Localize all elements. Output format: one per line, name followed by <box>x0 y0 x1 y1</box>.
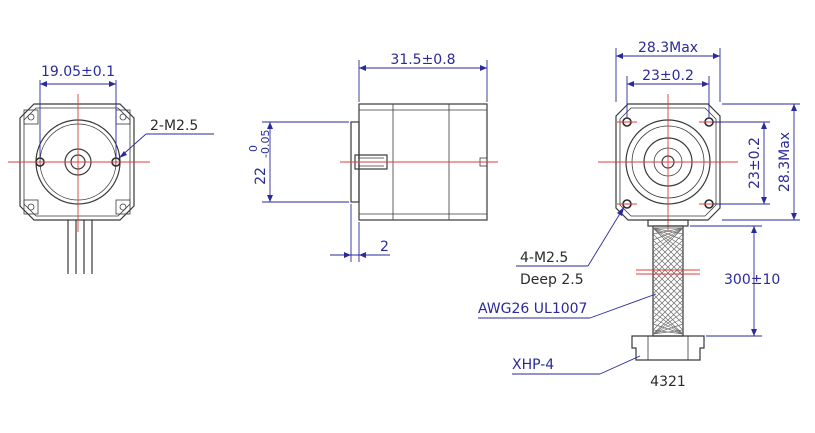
rear-cable-braid <box>652 227 684 335</box>
braid-strand <box>652 227 684 241</box>
side-boss-label: 2 <box>380 239 389 255</box>
front-corner-br <box>115 199 131 215</box>
side-dia-arrow-bottom <box>267 195 273 202</box>
braid-strand <box>652 239 684 271</box>
braid-strand <box>652 227 684 247</box>
braid-strand <box>652 287 684 319</box>
front-view: 19.05±0.1 2-M2.5 <box>8 64 214 274</box>
braid-strand <box>652 293 684 325</box>
rear-cable-length-label: 300±10 <box>724 272 780 288</box>
rear-wire-leader <box>589 293 657 319</box>
front-housing-outline <box>19 103 135 221</box>
rear-hole-leader <box>587 206 625 267</box>
side-boss-arrow-right <box>359 252 366 258</box>
front-hole-callout: 2-M2.5 <box>150 118 198 134</box>
braid-strand <box>652 281 684 313</box>
front-housing-inner-outline <box>23 107 131 217</box>
rear-outer-h-arrow-top <box>791 104 797 111</box>
rear-wire-spec: AWG26 UL1007 <box>478 301 587 317</box>
front-dim-arrow-right <box>109 81 116 87</box>
rear-hole-spacing-x-label: 23±0.2 <box>642 68 694 84</box>
braid-strand <box>652 275 684 307</box>
front-corner-hole-bl <box>27 203 35 211</box>
rear-hole-x-arrow-left <box>627 81 634 87</box>
rear-hole-y-arrow-bottom <box>761 197 767 204</box>
side-length-label: 31.5±0.8 <box>390 52 455 68</box>
rear-hole-leader-arrow <box>617 207 624 216</box>
rear-housing-outline <box>615 103 721 221</box>
rear-connector <box>631 335 705 361</box>
rear-pin-order: 4321 <box>650 374 686 390</box>
side-dia-arrow-top <box>267 122 273 129</box>
front-hole-leader-arrow <box>119 151 127 158</box>
rear-hole-spacing-y-label: 23±0.2 <box>747 137 763 189</box>
rear-cable-arrow-bottom <box>751 329 757 336</box>
side-view: 31.5±0.8 22 0 -0.05 2 <box>247 52 498 262</box>
braid-strand <box>652 263 684 295</box>
front-corner-tl <box>23 109 39 125</box>
braid-strand <box>652 299 684 331</box>
rear-hole-callout-1: 4-M2.5 <box>520 250 568 266</box>
front-corner-hole-tl <box>27 113 35 121</box>
front-width-label: 19.05±0.1 <box>41 64 115 80</box>
rear-hole-callout-2: Deep 2.5 <box>520 272 584 288</box>
rear-outer-w-arrow-left <box>616 53 623 59</box>
rear-cable-arrow-top <box>751 226 757 233</box>
rear-connector-leader <box>599 355 641 375</box>
braid-strand <box>652 233 684 265</box>
side-len-arrow-right <box>480 65 487 71</box>
rear-hole-y-arrow-top <box>761 122 767 129</box>
front-corner-hole-tr <box>119 113 127 121</box>
braid-strand <box>652 329 684 335</box>
braid-strand <box>652 227 684 253</box>
front-dim-arrow-left <box>40 81 47 87</box>
side-boss-arrow-left <box>344 252 351 258</box>
side-dia-upper-tol: 0 <box>247 145 260 152</box>
rear-outer-w-arrow-right <box>713 53 720 59</box>
rear-outer-width-label: 28.3Max <box>638 40 698 56</box>
side-len-arrow-left <box>359 65 366 71</box>
front-corner-hole-br <box>119 203 127 211</box>
rear-connector-label: XHP-4 <box>512 357 554 373</box>
side-dia-lower-tol: -0.05 <box>259 130 272 158</box>
side-dia-nominal: 22 <box>253 167 269 185</box>
rear-outer-h-arrow-bottom <box>791 213 797 220</box>
braid-strand <box>652 317 684 335</box>
rear-view: 4321 28.3Max 23±0.2 23±0.2 28.3Max <box>478 40 800 390</box>
braid-strand <box>652 245 684 277</box>
braid-strand <box>652 257 684 289</box>
front-corner-bl <box>23 199 39 215</box>
rear-hole-x-arrow-right <box>702 81 709 87</box>
braid-strand <box>652 269 684 301</box>
braid-strand <box>652 251 684 283</box>
braid-strand <box>652 227 684 259</box>
rear-outer-height-label: 28.3Max <box>777 132 793 192</box>
braid-strand <box>652 323 684 335</box>
braid-strand <box>652 305 684 335</box>
